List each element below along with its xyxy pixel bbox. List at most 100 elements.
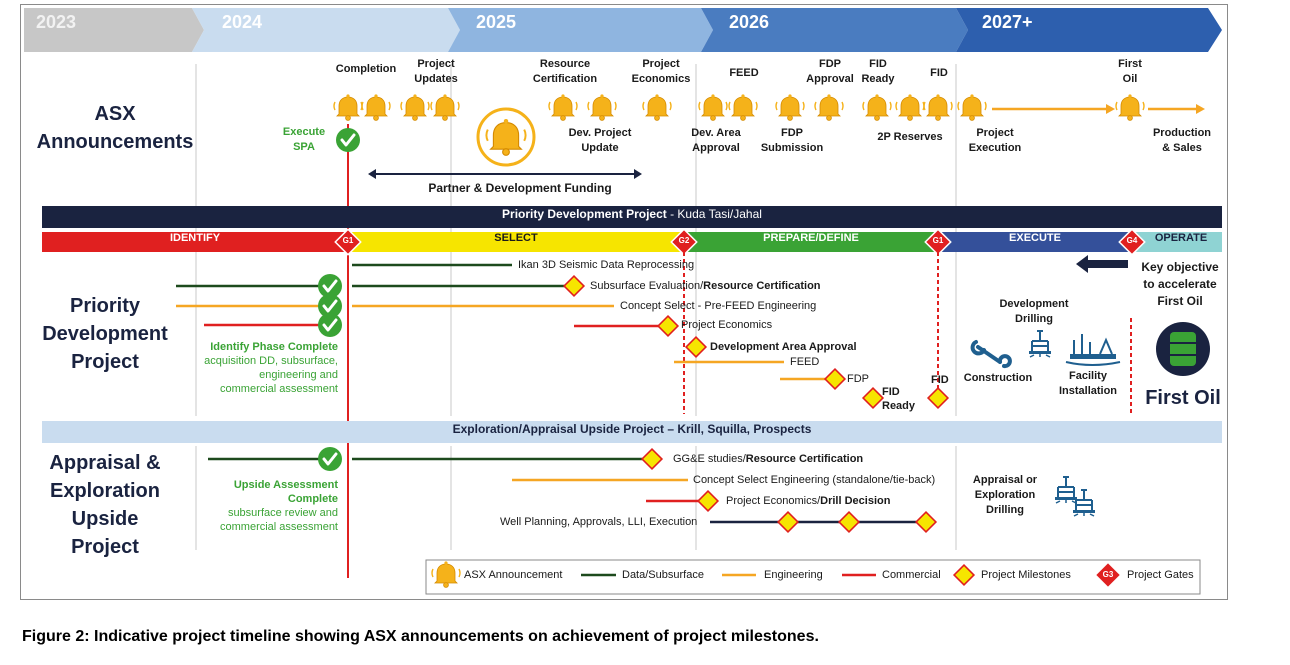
gate-label: G4 [1126,236,1138,245]
drilling-rig-icon [1054,476,1078,504]
milestone-diamond [563,275,585,297]
phase-select [348,232,684,252]
asx-2p-reserves: 2P Reserves [877,131,943,143]
gate-g3 [924,228,952,256]
task-feed: FEED [790,356,820,368]
gate-label: G2 [678,236,690,245]
legend-milestones: Project Milestones [981,569,1071,581]
asx-bell-icon [775,93,805,122]
task-economics: Project Economics [681,319,773,331]
spa-check-icon [334,126,362,154]
timeline-diagram [24,8,1222,595]
asx-bell-icon [400,93,430,122]
gate-g2 [670,228,698,256]
execute-first-oil: First Oil [1145,387,1221,409]
asx-feed: FEED [729,67,759,79]
drilling-rig-icon [1072,489,1096,517]
task-concept: Concept Select - Pre-FEED Engineering [620,300,817,312]
asx-bell-icon [548,93,578,122]
pdp-banner-text: Priority Development Project - Kuda Tasi… [502,207,762,221]
task-seismic: Ikan 3D Seismic Data Reprocessing [518,259,695,271]
year-label-2023: 2023 [36,12,77,32]
phase-label-prepare: PREPARE/DEFINE [763,232,859,244]
upside-banner [42,421,1222,443]
task-fdp: FDP [847,373,869,385]
legend-gates: Project Gates [1127,569,1194,581]
asx-bell-icon [895,93,925,122]
gate-label: G1 [342,236,354,245]
milestone-diamond [927,387,949,409]
legend-data: Data/Subsurface [622,569,704,581]
asx-production-sales: Production& Sales [1152,127,1212,154]
legend-gate-icon [1094,561,1122,589]
oil-barrel-icon [1156,322,1210,376]
asx-bell-icon [333,93,363,122]
legend-gate-label: G3 [1102,570,1114,579]
asx-bell-icon [923,93,953,122]
drilling-rig-icon [1028,330,1052,358]
upside-banner-text: Exploration/Appraisal Upside Project – K… [452,422,812,436]
gate-label: G1 [932,236,944,245]
complete-check-icon [316,311,344,339]
funding-label: Partner & Development Funding [428,181,612,195]
upside-complete: Upside Assessment Complete subsurface re… [220,479,338,533]
legend-commercial: Commercial [882,569,941,581]
task-fid: FID [931,374,949,386]
milestone-diamond [685,336,707,358]
milestone-diamond [915,511,937,533]
phase-prepare [684,232,938,252]
upside-task-concept: Concept Select Engineering (standalone/t… [693,474,936,486]
asx-fid: FID [930,67,948,79]
year-arrow-2025 [448,8,713,52]
figure-caption: Figure 2: Indicative project timeline sh… [22,628,819,645]
year-label-2026: 2026 [729,12,770,32]
year-label-2025: 2025 [476,12,517,32]
upside-task-gge: GG&E studies/Resource Certification [673,453,864,465]
milestone-diamond [641,448,663,470]
phase-label-operate: OPERATE [1154,232,1208,244]
milestone-diamond [824,368,846,390]
pdp-banner [42,206,1222,228]
year-arrow-2023 [24,8,204,52]
year-label-2024: 2024 [222,12,263,32]
asx-bell-icon [430,93,460,122]
milestone-diamond [862,387,884,409]
phase-label-identify: IDENTIFY [169,232,221,244]
asx-bell-icon [728,93,758,122]
asx-bell-icon [587,93,617,122]
milestone-diamond [777,511,799,533]
year-arrow-2026 [701,8,968,52]
milestone-diamond [838,511,860,533]
asx-completion: Completion [335,63,397,75]
year-arrow-2027 [956,8,1222,52]
milestone-diamond [697,490,719,512]
identify-complete: Identify Phase Complete acquisition DD, … [204,341,338,395]
upside-check-icon [316,445,344,473]
upside-task-well: Well Planning, Approvals, LLI, Execution [500,516,698,528]
gate-g1-identify [334,228,362,256]
asx-bell-icon [361,93,391,122]
asx-bell-icon [1115,93,1145,122]
legend-asx: ASX Announcement [464,569,563,581]
phase-label-execute: EXECUTE [1009,232,1061,244]
asx-bell-icon [862,93,892,122]
milestone-diamond [657,315,679,337]
facility-icon [1065,334,1121,366]
phase-execute [938,232,1132,252]
execute-construction: Construction [963,372,1033,384]
diagram-frame [20,4,1228,600]
